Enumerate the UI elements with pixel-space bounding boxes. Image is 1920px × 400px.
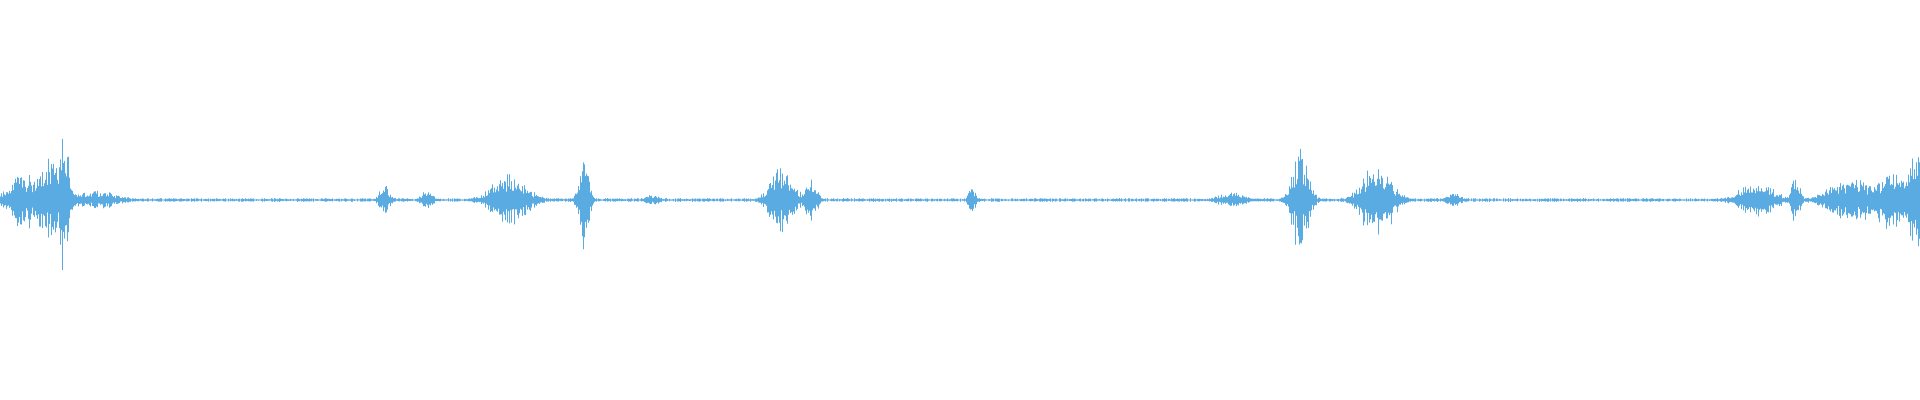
waveform-samples bbox=[0, 138, 1920, 270]
waveform-path bbox=[0, 138, 1920, 270]
